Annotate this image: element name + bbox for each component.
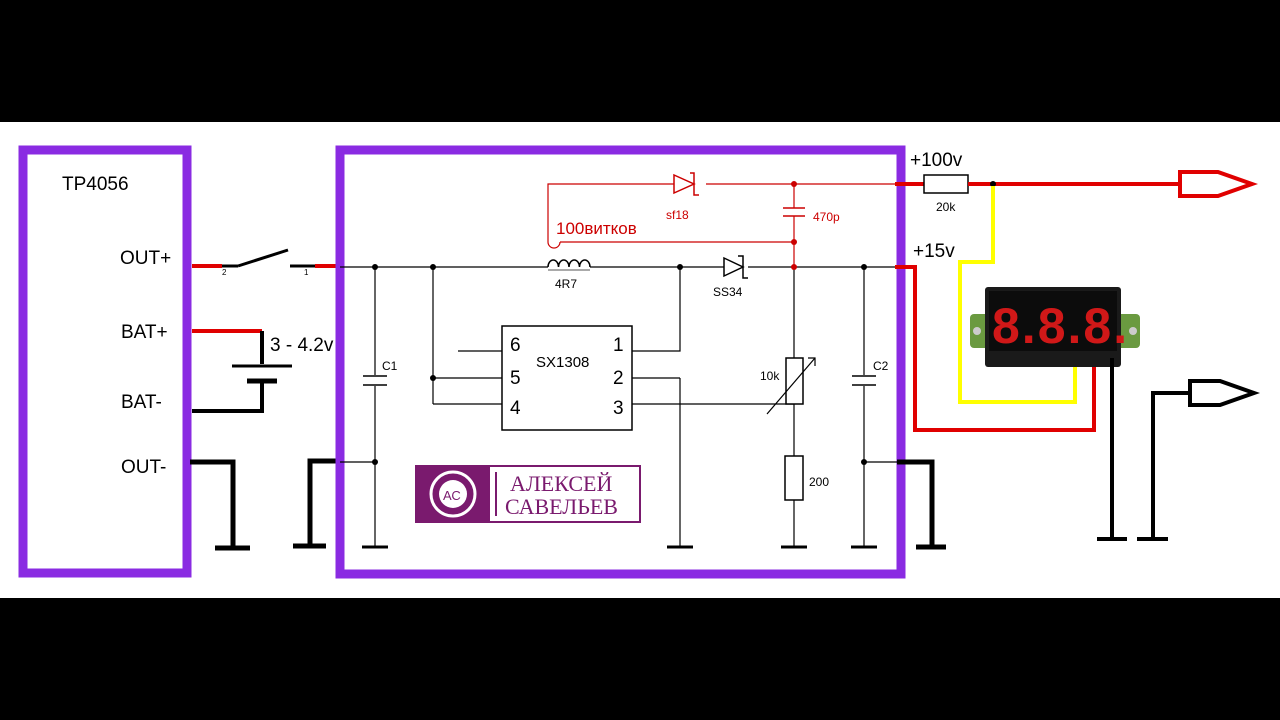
tp4056-bat-plus-label: BAT+ [121, 322, 168, 343]
author-logo [415, 465, 641, 523]
battery-voltage-label: 3 - 4.2v [270, 335, 334, 356]
resistor-20k-label: 20k [936, 200, 956, 214]
tp4056-out-minus-label: OUT- [121, 457, 166, 478]
junction-dots [372, 264, 867, 465]
tp4056-bat-minus-label: BAT- [121, 392, 162, 413]
ss34-label: SS34 [713, 285, 743, 299]
tp4056-module-frame [18, 145, 192, 578]
ic-pin-4: 4 [510, 398, 521, 419]
battery-symbol [192, 329, 292, 413]
power-switch [192, 248, 340, 268]
boost-module-frame [335, 145, 906, 579]
winding-label: 100витков [556, 219, 637, 238]
tp4056-out-plus-label: OUT+ [120, 248, 171, 269]
logo-aperture-icon [429, 470, 477, 518]
switch-pin-2: 2 [222, 268, 227, 277]
meter-ground-wires [1097, 358, 1261, 541]
capacitor-c2 [852, 375, 876, 386]
ic-pin-5: 5 [510, 368, 521, 389]
top-black-bar [0, 0, 1280, 122]
resistor-200 [784, 455, 804, 501]
bottom-black-bar [0, 598, 1280, 720]
out-minus-ground-right [293, 458, 342, 549]
boost-circuit [340, 266, 905, 546]
potentiometer-10k [766, 357, 816, 415]
output-low-label: +15v [913, 241, 955, 262]
ic-name: SX1308 [536, 354, 589, 371]
voltmeter-display [970, 287, 1140, 367]
voltmeter-reading: 8.8.8. [992, 298, 1129, 354]
inductor-4r7 [547, 259, 591, 271]
ic-pin-1: 1 [613, 335, 624, 356]
resistor-200-label: 200 [809, 475, 829, 489]
inductor-label: 4R7 [555, 277, 577, 291]
sf18-label: sf18 [666, 208, 689, 222]
output-ground-lead [897, 459, 946, 550]
cap-470p [783, 207, 805, 217]
hv-output-wire [895, 170, 1259, 198]
out-minus-ground-left [190, 459, 250, 551]
ic-pin-6: 6 [510, 335, 521, 356]
ic-sx1308 [501, 325, 633, 431]
diode-ss34 [723, 255, 748, 279]
logo-line-1: АЛЕКСЕЙ [510, 471, 612, 496]
cap-470p-label: 470p [813, 210, 840, 224]
meter-power-wire [895, 265, 1096, 432]
switch-pin-1: 1 [304, 268, 309, 277]
capacitor-c1 [363, 375, 387, 386]
tp4056-title: TP4056 [62, 174, 129, 195]
pot-label: 10k [760, 369, 780, 383]
c1-label: C1 [382, 359, 398, 373]
c2-label: C2 [873, 359, 889, 373]
diode-sf18 [673, 172, 699, 196]
ic-pin-2: 2 [613, 368, 624, 389]
hv-junction-dots [791, 181, 797, 270]
output-high-label: +100v [910, 150, 963, 171]
logo-monogram: АС [443, 488, 461, 503]
logo-line-2: САВЕЛЬЕВ [505, 494, 618, 519]
meter-sense-wire [958, 186, 1077, 404]
ic-pin-3: 3 [613, 398, 624, 419]
